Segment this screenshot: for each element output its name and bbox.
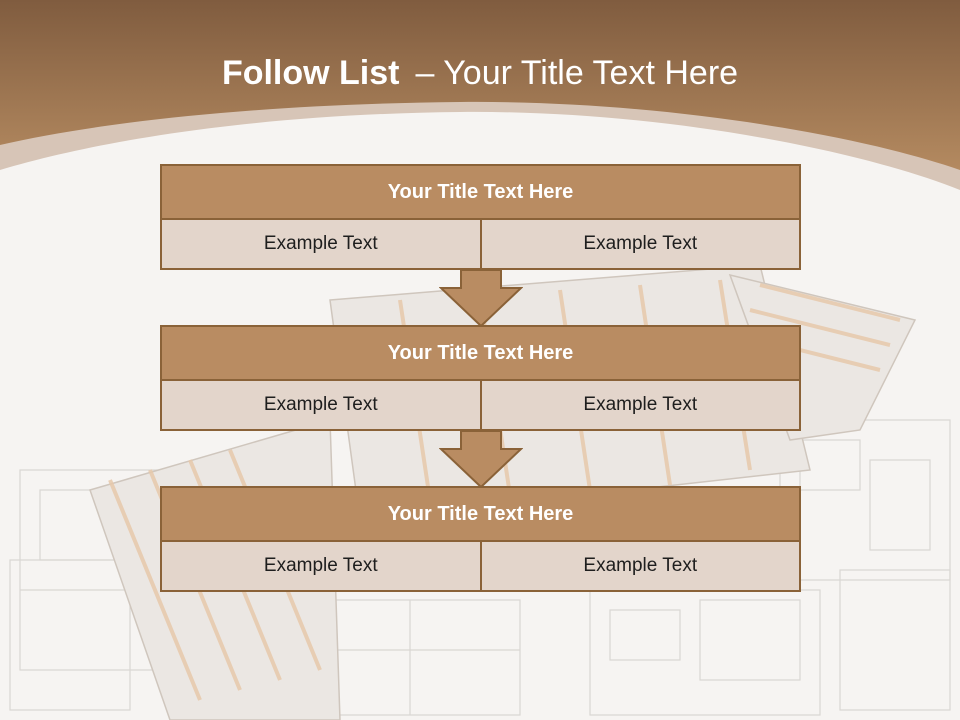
step-row: Example Text Example Text: [160, 381, 801, 431]
step-row: Example Text Example Text: [160, 542, 801, 592]
down-arrow-icon: [439, 431, 523, 489]
step-block-3: Your Title Text Here Example Text Exampl…: [160, 486, 801, 592]
down-arrow-icon: [439, 270, 523, 328]
slide-title: Follow List – Your Title Text Here: [0, 54, 960, 93]
step-cell-left: Example Text: [160, 220, 482, 270]
step-block-1: Your Title Text Here Example Text Exampl…: [160, 164, 801, 270]
header-banner: [0, 0, 960, 190]
step-cell-left: Example Text: [160, 381, 482, 431]
step-title: Your Title Text Here: [160, 486, 801, 542]
step-cell-right: Example Text: [481, 220, 801, 270]
title-rest: – Your Title Text Here: [415, 54, 739, 92]
step-cell-right: Example Text: [481, 542, 801, 592]
step-cell-right: Example Text: [481, 381, 801, 431]
step-block-2: Your Title Text Here Example Text Exampl…: [160, 325, 801, 431]
step-cell-left: Example Text: [160, 542, 482, 592]
step-title: Your Title Text Here: [160, 164, 801, 220]
title-bold: Follow List: [221, 54, 400, 92]
step-row: Example Text Example Text: [160, 220, 801, 270]
step-title: Your Title Text Here: [160, 325, 801, 381]
